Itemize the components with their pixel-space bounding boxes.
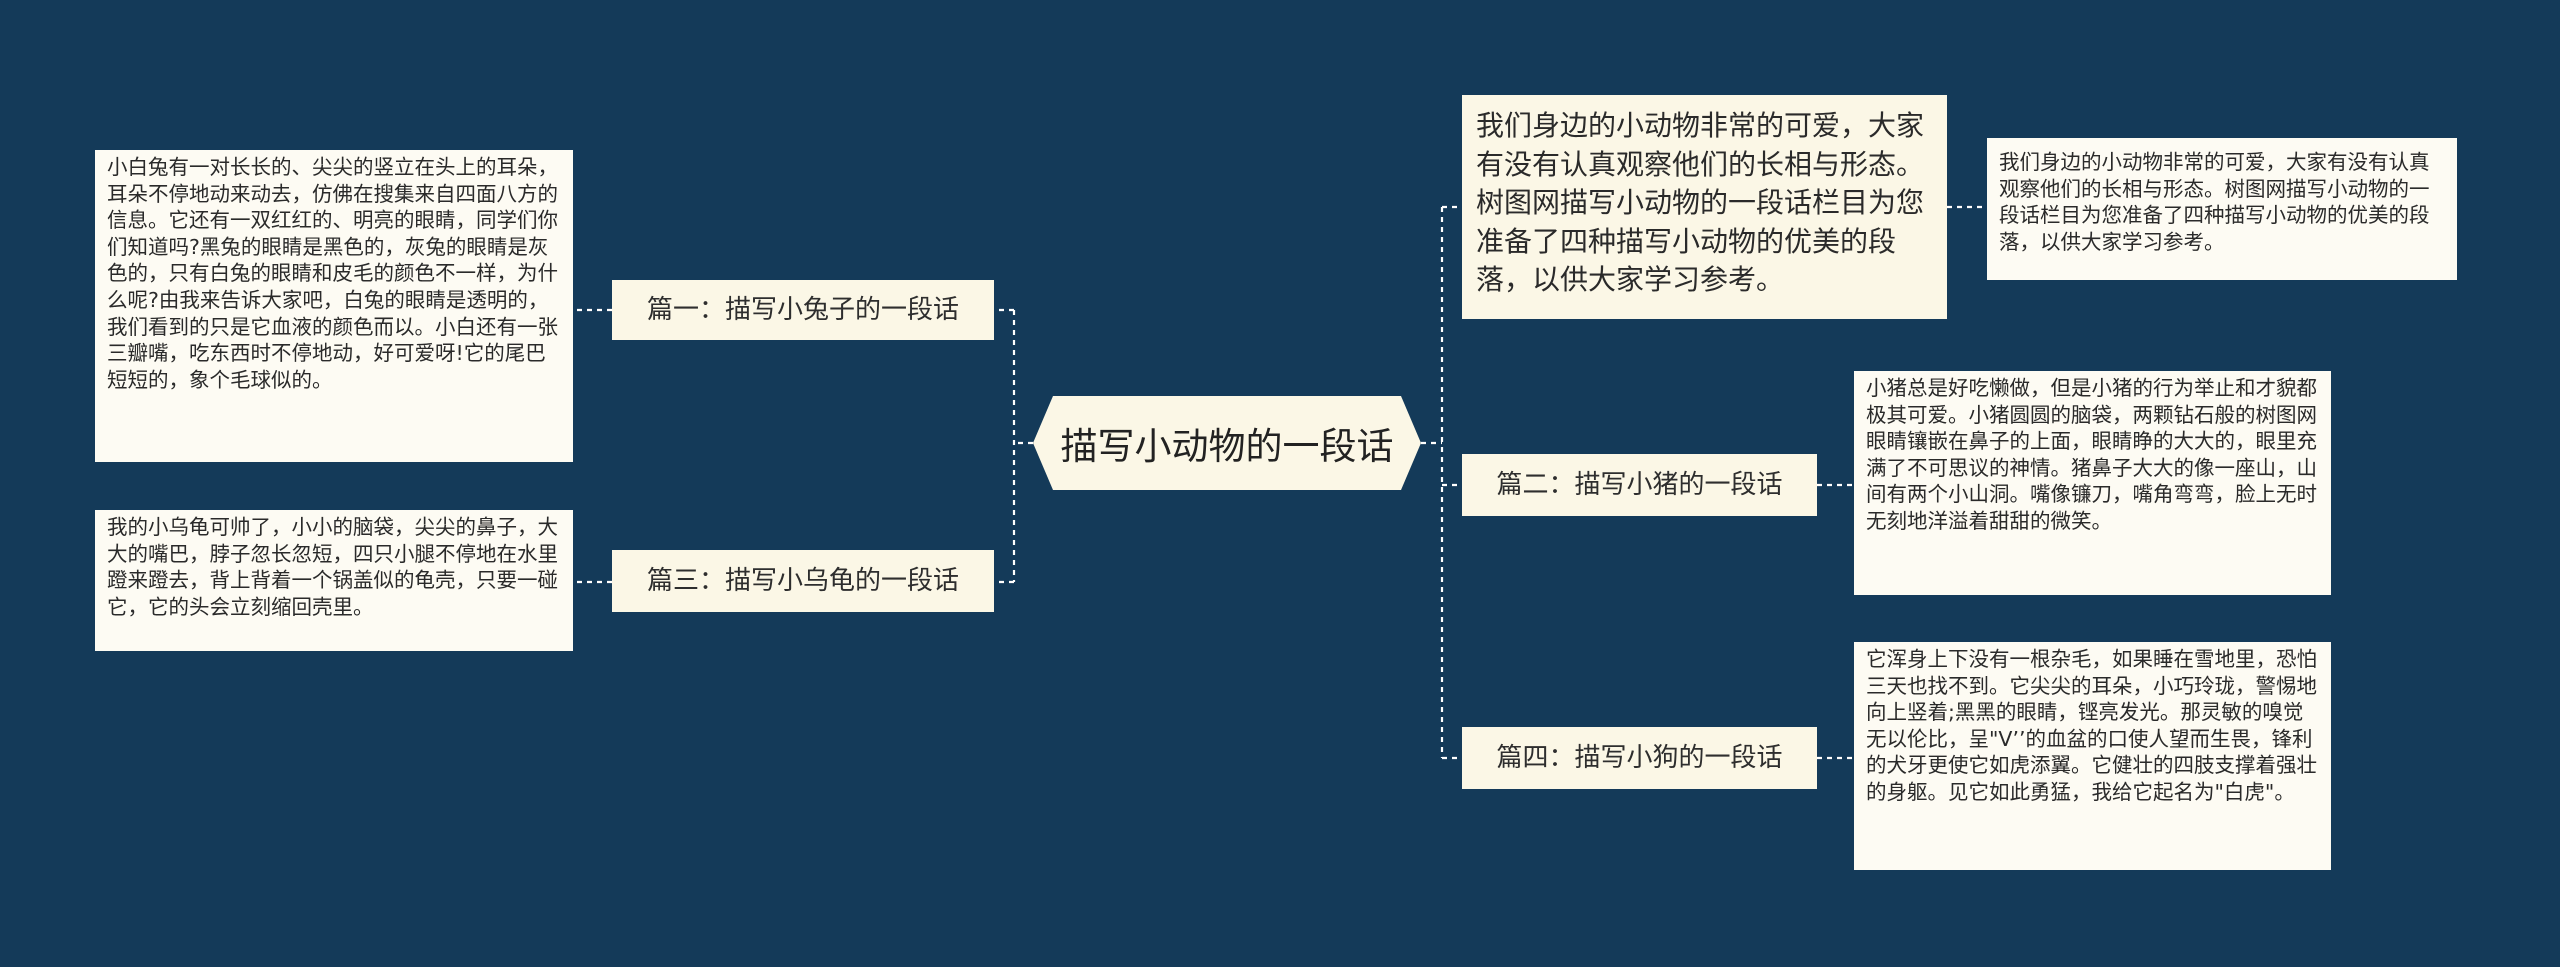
branch-pig[interactable]: 篇二：描写小猪的一段话 [1462, 454, 1817, 516]
leaf-dog-detail-text: 它浑身上下没有一根杂毛，如果睡在雪地里，恐怕三天也找不到。它尖尖的耳朵，小巧玲珑… [1866, 647, 2317, 804]
branch-turtle[interactable]: 篇三：描写小乌龟的一段话 [612, 550, 994, 612]
branch-turtle-label: 篇三：描写小乌龟的一段话 [646, 566, 959, 596]
branch-dog[interactable]: 篇四：描写小狗的一段话 [1462, 727, 1817, 789]
leaf-rabbit-detail[interactable]: 小白兔有一对长长的、尖尖的竖立在头上的耳朵，耳朵不停地动来动去，仿佛在搜集来自四… [95, 150, 573, 462]
branch-dog-label: 篇四：描写小狗的一段话 [1496, 743, 1783, 773]
branch-rabbit[interactable]: 篇一：描写小兔子的一段话 [612, 280, 994, 340]
branch-pig-label: 篇二：描写小猪的一段话 [1496, 470, 1783, 500]
leaf-turtle-detail-text: 我的小乌龟可帅了，小小的脑袋，尖尖的鼻子，大大的嘴巴，脖子忽长忽短，四只小腿不停… [107, 515, 558, 619]
intro-node-text: 我们身边的小动物非常的可爱，大家有没有认真观察他们的长相与形态。树图网描写小动物… [1476, 109, 1925, 296]
connector-center-right [1421, 207, 1444, 758]
branch-rabbit-label: 篇一：描写小兔子的一段话 [646, 295, 959, 325]
center-topic[interactable]: 描写小动物的一段话 [1033, 396, 1421, 490]
center-topic-label: 描写小动物的一段话 [1060, 425, 1394, 468]
intro-node[interactable]: 我们身边的小动物非常的可爱，大家有没有认真观察他们的长相与形态。树图网描写小动物… [1462, 95, 1947, 319]
leaf-intro-detail[interactable]: 我们身边的小动物非常的可爱，大家有没有认真观察他们的长相与形态。树图网描写小动物… [1987, 138, 2457, 280]
leaf-dog-detail[interactable]: 它浑身上下没有一根杂毛，如果睡在雪地里，恐怕三天也找不到。它尖尖的耳朵，小巧玲珑… [1854, 642, 2331, 870]
leaf-turtle-detail[interactable]: 我的小乌龟可帅了，小小的脑袋，尖尖的鼻子，大大的嘴巴，脖子忽长忽短，四只小腿不停… [95, 510, 573, 651]
leaf-intro-detail-text: 我们身边的小动物非常的可爱，大家有没有认真观察他们的长相与形态。树图网描写小动物… [1999, 150, 2430, 254]
leaf-pig-detail[interactable]: 小猪总是好吃懒做，但是小猪的行为举止和才貌都极其可爱。小猪圆圆的脑袋，两颗钻石般… [1854, 371, 2331, 595]
leaf-rabbit-detail-text: 小白兔有一对长长的、尖尖的竖立在头上的耳朵，耳朵不停地动来动去，仿佛在搜集来自四… [107, 155, 558, 392]
leaf-pig-detail-text: 小猪总是好吃懒做，但是小猪的行为举止和才貌都极其可爱。小猪圆圆的脑袋，两颗钻石般… [1866, 376, 2317, 533]
connector-center-left [1012, 310, 1033, 582]
